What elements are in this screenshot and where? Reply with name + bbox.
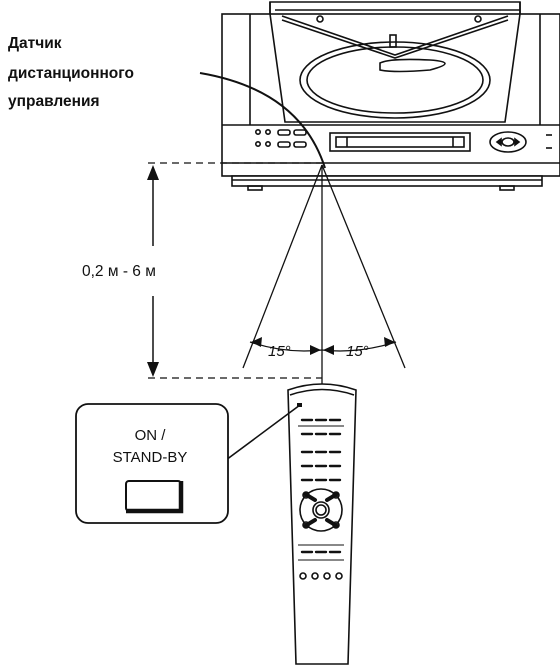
angle-arrowheads bbox=[251, 337, 395, 355]
range-lines bbox=[148, 162, 406, 390]
remote-control bbox=[287, 383, 357, 665]
callout-label-line1: ON / bbox=[135, 427, 167, 444]
button-callout-box bbox=[75, 403, 229, 524]
angle-right-label: 15° bbox=[346, 343, 369, 360]
callout-leader-line bbox=[225, 404, 301, 461]
standby-button-icon bbox=[125, 480, 184, 514]
distance-label: 0,2 м - 6 м bbox=[82, 263, 156, 280]
distance-arrow bbox=[147, 165, 159, 377]
cd-player-unit bbox=[221, 1, 560, 191]
sensor-leader-line bbox=[199, 72, 326, 169]
angle-left-label: 15° bbox=[268, 343, 291, 360]
sensor-label-line3: управления bbox=[8, 93, 100, 110]
sensor-label-line1: Датчик bbox=[8, 35, 62, 52]
callout-label-line2: STAND-BY bbox=[113, 449, 188, 466]
sensor-label-line2: дистанционного bbox=[8, 65, 134, 82]
